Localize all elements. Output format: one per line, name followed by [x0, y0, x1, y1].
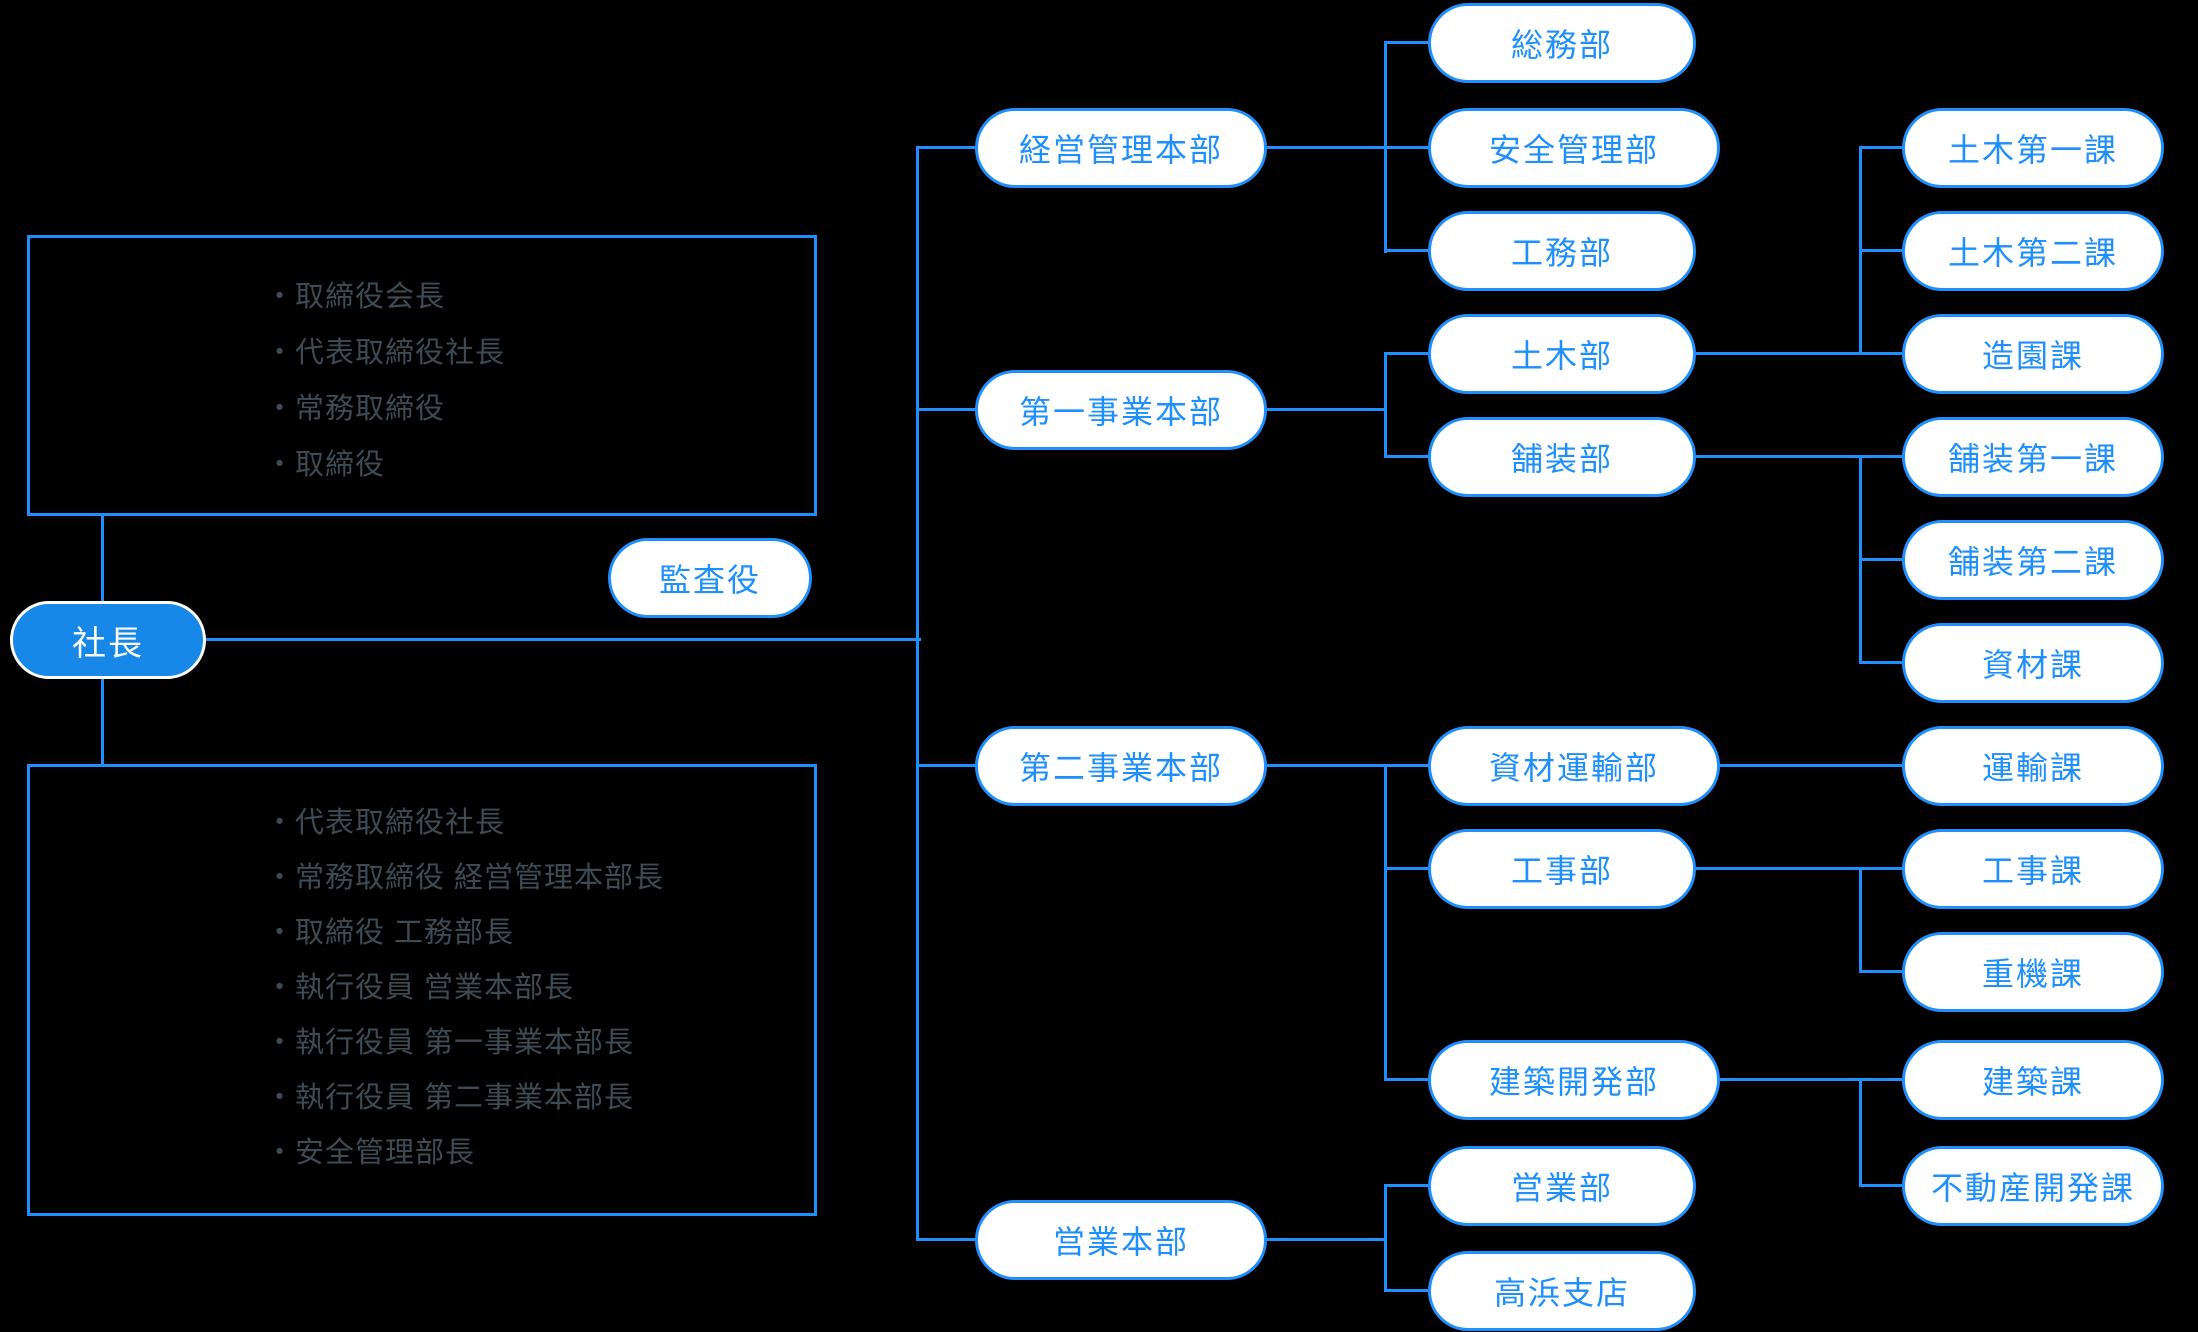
node-doboku1: 土木第一課 — [1902, 108, 2164, 188]
node-kenchiku_kaihatsu: 建築開発部 — [1428, 1040, 1720, 1120]
connector-line — [1859, 867, 1862, 973]
node-eigyo: 営業本部 — [975, 1200, 1267, 1280]
list-item: ・執行役員 第一事業本部長 — [265, 1026, 635, 1059]
connector-line — [1859, 558, 1902, 561]
executives-box: ・代表取締役社長・常務取締役 経営管理本部長・取締役 工務部長・執行役員 営業本… — [27, 764, 817, 1216]
connector-line — [205, 638, 921, 641]
node-keiei: 経営管理本部 — [975, 108, 1267, 188]
connector-line — [1384, 352, 1428, 355]
node-takahama: 高浜支店 — [1428, 1251, 1696, 1331]
list-item: ・取締役 工務部長 — [265, 916, 515, 949]
connector-line — [1720, 764, 1902, 767]
connector-line — [1384, 867, 1428, 870]
connector-line — [916, 1238, 978, 1241]
list-item: ・安全管理部長 — [265, 1136, 476, 1169]
list-item: ・取締役 — [265, 449, 386, 481]
connector-line — [1720, 1078, 1902, 1081]
node-hosou2: 舗装第二課 — [1902, 520, 2164, 600]
connector-line — [1384, 1184, 1428, 1187]
connector-line — [916, 146, 919, 1241]
list-item: ・執行役員 第二事業本部長 — [265, 1081, 635, 1114]
node-shizai: 資材課 — [1902, 623, 2164, 703]
node-fudosan: 不動産開発課 — [1902, 1146, 2164, 1226]
node-unyu: 運輸課 — [1902, 726, 2164, 806]
node-kenchikuka: 建築課 — [1902, 1040, 2164, 1120]
node-juki: 重機課 — [1902, 932, 2164, 1012]
node-daini: 第二事業本部 — [975, 726, 1267, 806]
node-koujika: 工事課 — [1902, 829, 2164, 909]
connector-line — [1384, 249, 1428, 252]
list-item: ・代表取締役社長 — [265, 806, 506, 839]
list-item: ・常務取締役 経営管理本部長 — [265, 861, 665, 894]
connector-line — [1267, 408, 1387, 411]
node-kouji: 工事部 — [1428, 829, 1696, 909]
connector-line — [916, 146, 978, 149]
connector-line — [1859, 1078, 1862, 1187]
connector-line — [1384, 41, 1428, 44]
node-auditor: 監査役 — [608, 538, 812, 618]
node-shizai_unyu: 資材運輸部 — [1428, 726, 1720, 806]
connector-line — [1859, 1184, 1902, 1187]
connector-line — [1384, 352, 1387, 458]
connector-line — [1267, 764, 1428, 767]
connector-line — [1696, 867, 1902, 870]
list-item: ・執行役員 営業本部長 — [265, 971, 575, 1004]
connector-line — [101, 516, 104, 603]
node-eigyobu: 営業部 — [1428, 1146, 1696, 1226]
connector-line — [1384, 1289, 1428, 1292]
list-item: ・代表取締役社長 — [265, 337, 506, 369]
connector-line — [1267, 146, 1428, 149]
connector-line — [1384, 1184, 1387, 1292]
connector-line — [1384, 764, 1387, 1081]
connector-line — [101, 678, 104, 764]
connector-line — [1384, 1078, 1428, 1081]
node-zouen: 造園課 — [1902, 314, 2164, 394]
list-item: ・取締役会長 — [265, 281, 446, 313]
node-doboku2: 土木第二課 — [1902, 211, 2164, 291]
connector-line — [1267, 1238, 1387, 1241]
list-item: ・常務取締役 — [265, 393, 446, 425]
node-doboku: 土木部 — [1428, 314, 1696, 394]
node-koumu: 工務部 — [1428, 211, 1696, 291]
node-soumu: 総務部 — [1428, 3, 1696, 83]
node-daiichi: 第一事業本部 — [975, 370, 1267, 450]
connector-line — [1859, 661, 1902, 664]
connector-line — [1859, 970, 1902, 973]
node-hosou: 舗装部 — [1428, 417, 1696, 497]
node-hosou1: 舗装第一課 — [1902, 417, 2164, 497]
node-anzen: 安全管理部 — [1428, 108, 1720, 188]
connector-line — [916, 764, 978, 767]
node-president: 社長 — [10, 601, 206, 679]
connector-line — [1859, 146, 1902, 149]
connector-line — [1384, 41, 1387, 253]
connector-line — [1696, 352, 1902, 355]
connector-line — [1859, 249, 1902, 252]
connector-line — [916, 408, 978, 411]
connector-line — [1696, 455, 1902, 458]
board-of-directors-box: ・取締役会長・代表取締役社長・常務取締役・取締役 — [27, 235, 817, 516]
connector-line — [1384, 455, 1428, 458]
